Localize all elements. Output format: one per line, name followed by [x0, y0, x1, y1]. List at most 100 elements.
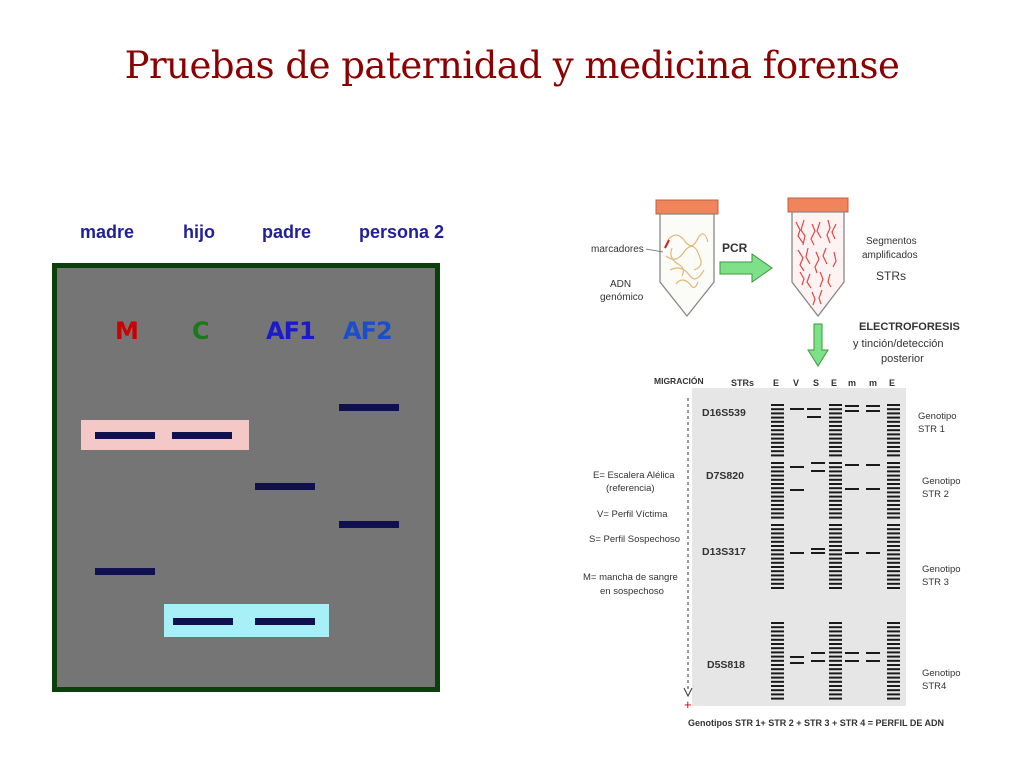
- ladder-band: [829, 697, 842, 700]
- ladder-band: [829, 504, 842, 506]
- ladder-band: [771, 685, 784, 687]
- ladder-band: [887, 680, 900, 683]
- ladder-band: [829, 549, 842, 552]
- ladder-band: [771, 508, 784, 511]
- ladder-band: [829, 693, 842, 696]
- ladder-band: [829, 429, 842, 432]
- ladder-band: [771, 478, 784, 481]
- ladder-band: [887, 532, 900, 535]
- sample-band: [811, 462, 825, 464]
- ladder-band: [887, 643, 900, 645]
- tube-2: [787, 197, 849, 318]
- ladder-band: [829, 433, 842, 436]
- sample-band: [790, 662, 804, 664]
- ladder-band: [829, 512, 842, 515]
- ladder-band: [771, 664, 784, 666]
- ladder-band: [829, 672, 842, 675]
- ladder-band: [771, 630, 784, 633]
- ladder-band: [887, 437, 900, 440]
- ladder-band: [771, 574, 784, 577]
- ladder-band: [829, 450, 842, 453]
- ladder-band: [771, 441, 784, 444]
- ladder-band: [829, 524, 842, 526]
- ladder-band: [887, 420, 900, 423]
- lane-label-c: C: [192, 317, 210, 345]
- ladder-band: [829, 587, 842, 589]
- ladder-band: [887, 689, 900, 692]
- allelic-ladders: [771, 404, 900, 700]
- ladder-band: [829, 570, 842, 573]
- ladder-band: [829, 508, 842, 511]
- lane-header-s: S: [813, 378, 819, 388]
- ladder-band: [771, 516, 784, 519]
- ladder-band: [771, 557, 784, 560]
- ladder-band: [887, 634, 900, 637]
- header-migracion: MIGRACIÓN: [654, 375, 704, 386]
- lane-header-e3: E: [889, 378, 895, 388]
- ladder-band: [829, 664, 842, 666]
- ladder-band: [771, 433, 784, 436]
- ladder-band: [887, 416, 900, 419]
- sample-band: [866, 464, 880, 466]
- sample-band: [811, 552, 825, 554]
- sample-band: [866, 552, 880, 554]
- sample-band: [811, 652, 825, 654]
- legend-v: V= Perfil Víctima: [597, 509, 668, 520]
- ladder-band: [887, 626, 900, 629]
- ladder-band: [829, 668, 842, 671]
- ladder-band: [771, 524, 784, 526]
- sample-bands: [790, 405, 880, 664]
- legend-e: E= Escalera Alélica: [593, 470, 675, 481]
- ladder-band: [829, 491, 842, 494]
- ladder-band: [887, 412, 900, 415]
- locus-d13s317: D13S317: [702, 546, 746, 558]
- ladder-band: [771, 553, 784, 556]
- ladder-band: [829, 540, 842, 543]
- lane-header-m1: m: [848, 378, 856, 388]
- ladder-band: [829, 425, 842, 427]
- ladder-band: [887, 668, 900, 671]
- ladder-band: [887, 470, 900, 473]
- legend-e-sub: (referencia): [606, 483, 655, 494]
- ladder-band: [887, 659, 900, 662]
- sample-band: [845, 405, 859, 407]
- ladder-band: [887, 504, 900, 506]
- sample-band: [807, 408, 821, 410]
- ladder-band: [829, 437, 842, 440]
- ladder-band: [771, 655, 784, 658]
- ladder-band: [829, 528, 842, 531]
- ladder-band: [887, 499, 900, 502]
- ladder-band: [829, 553, 842, 556]
- ladder-band: [829, 685, 842, 687]
- ladder-band: [771, 446, 784, 448]
- ladder-band: [887, 404, 900, 406]
- band-persona2-1: [339, 404, 399, 411]
- ladder-band: [829, 582, 842, 585]
- ladder-band: [771, 697, 784, 700]
- ladder-band: [887, 491, 900, 494]
- sample-band: [845, 488, 859, 490]
- ladder-band: [887, 508, 900, 511]
- genotype-4-line-1: Genotipo: [922, 668, 961, 679]
- ladder-band: [887, 408, 900, 411]
- band-madre-2: [95, 568, 155, 575]
- ladder-band: [829, 676, 842, 679]
- ladder-band: [771, 474, 784, 477]
- ladder-band: [887, 647, 900, 650]
- ladder-band: [771, 587, 784, 589]
- ladder-band: [887, 512, 900, 515]
- genotype-1-line-2: STR 1: [918, 424, 945, 435]
- ladder-band: [887, 561, 900, 564]
- ladder-band: [829, 420, 842, 423]
- ladder-band: [771, 470, 784, 473]
- ladder-band: [829, 532, 842, 535]
- locus-d5s818: D5S818: [707, 659, 745, 671]
- ladder-band: [887, 566, 900, 568]
- ladder-band: [887, 454, 900, 457]
- ladder-band: [829, 536, 842, 539]
- ladder-band: [771, 659, 784, 662]
- ladder-band: [829, 466, 842, 469]
- sample-band: [866, 660, 880, 662]
- ladder-band: [887, 429, 900, 432]
- ladder-band: [887, 664, 900, 666]
